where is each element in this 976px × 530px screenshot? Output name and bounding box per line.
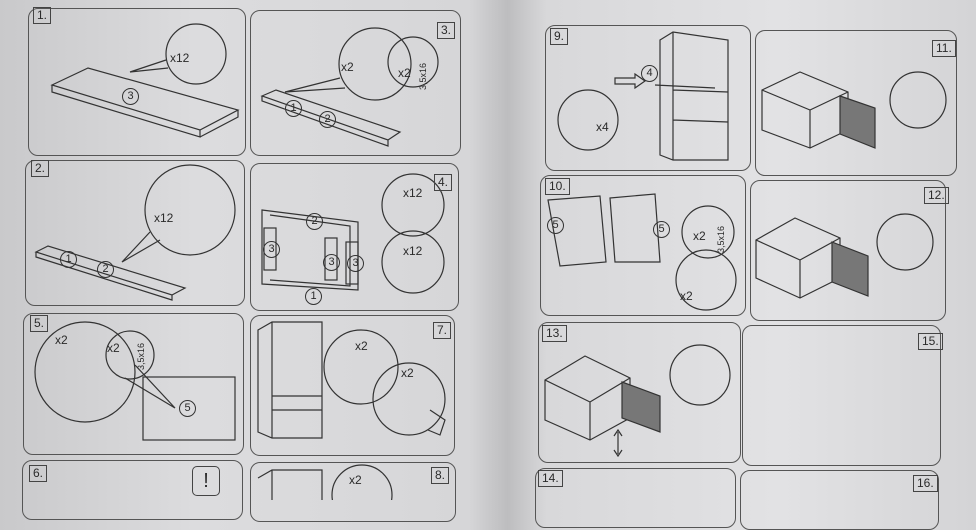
- part-number: 5: [547, 217, 564, 234]
- quantity-label: x2: [107, 341, 120, 355]
- step-number: 5.: [30, 315, 49, 332]
- step-number: 16.: [913, 475, 938, 492]
- part-number: 2: [319, 111, 336, 128]
- screw-size-label: 3,5x16: [418, 62, 429, 91]
- step-13-panel: [538, 322, 741, 463]
- step-11-panel: [755, 30, 957, 176]
- part-number: 2: [97, 261, 114, 278]
- quantity-label: x2: [398, 66, 411, 80]
- part-number: 3: [347, 255, 364, 272]
- quantity-label: x2: [401, 366, 414, 380]
- step-number: 3.: [437, 22, 456, 39]
- part-number: 5: [179, 400, 196, 417]
- step-10-panel: [540, 175, 746, 316]
- step-number: 10.: [545, 178, 570, 195]
- part-number: 3: [122, 88, 139, 105]
- screw-size-label: 3,5x16: [716, 225, 727, 254]
- step-number: 9.: [550, 28, 569, 45]
- quantity-label: x2: [341, 60, 354, 74]
- part-number: 1: [305, 288, 322, 305]
- step-1-panel: [28, 8, 246, 156]
- quantity-label: x2: [349, 473, 362, 487]
- quantity-label: x2: [680, 289, 693, 303]
- part-number: 3: [323, 254, 340, 271]
- screw-size-label: 3,5x16: [136, 342, 147, 371]
- quantity-label: x12: [403, 186, 423, 200]
- quantity-label: x12: [170, 51, 190, 65]
- warning-icon: !: [192, 466, 220, 496]
- quantity-label: x4: [596, 120, 609, 134]
- part-number: 1: [285, 100, 302, 117]
- step-number: 2.: [31, 160, 50, 177]
- part-number: 1: [60, 251, 77, 268]
- step-3-panel: [250, 10, 461, 156]
- quantity-label: x2: [55, 333, 68, 347]
- step-14-panel: [535, 468, 736, 528]
- step-12-panel: [750, 180, 946, 321]
- step-number: 4.: [434, 174, 453, 191]
- step-number: 6.: [29, 465, 48, 482]
- quantity-label: x2: [355, 339, 368, 353]
- quantity-label: x12: [154, 211, 174, 225]
- step-5-panel: [23, 313, 244, 455]
- part-number: 5: [653, 221, 670, 238]
- step-16-panel: [740, 470, 939, 530]
- part-number: 4: [641, 65, 658, 82]
- step-15-panel: [742, 325, 941, 466]
- part-number: 2: [306, 213, 323, 230]
- step-number: 13.: [542, 325, 567, 342]
- part-number: 3: [263, 241, 280, 258]
- step-number: 7.: [433, 322, 452, 339]
- step-2-panel: [25, 160, 245, 306]
- step-number: 8.: [431, 467, 450, 484]
- step-number: 14.: [538, 470, 563, 487]
- quantity-label: x12: [403, 244, 423, 258]
- step-7-panel: [250, 315, 455, 456]
- step-number: 11.: [932, 40, 956, 57]
- step-4-panel: [250, 163, 459, 311]
- step-number: 12.: [924, 187, 949, 204]
- step-number: 1.: [33, 7, 52, 24]
- step-9-panel: [545, 25, 751, 171]
- step-8-panel: [250, 462, 456, 522]
- quantity-label: x2: [693, 229, 706, 243]
- step-number: 15.: [918, 333, 943, 350]
